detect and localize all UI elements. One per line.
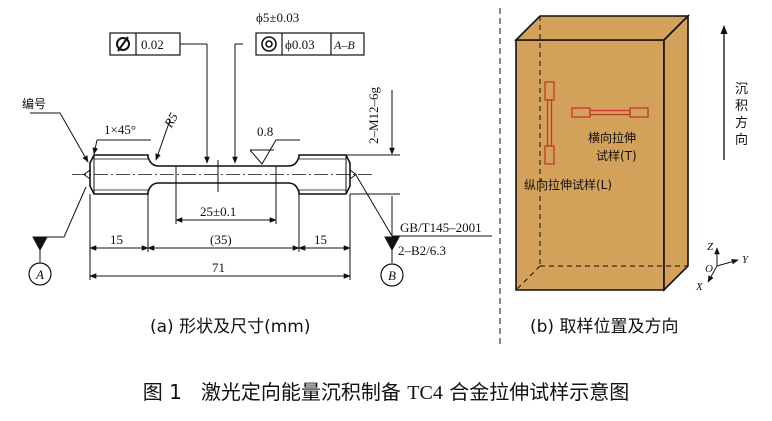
figure-caption-alloy: TC4 [407, 382, 443, 404]
roughness-value: 0.8 [257, 124, 273, 139]
thread-label: 2–M12–6g [366, 86, 381, 144]
right-grip-dim: 15 [314, 232, 327, 247]
part-a-labels: ϕ5±0.03 编号 1×45° R5 2–M12–6g 0.8 25±0.1 … [22, 10, 482, 275]
concentricity-icon [261, 36, 277, 52]
longitudinal-specimen [544, 81, 555, 165]
figure-caption: 图 1 激光定向能量沉积制备 TC4 合金拉伸试样示意图 [0, 376, 772, 405]
coordinate-axes [707, 247, 739, 283]
deposition-direction-label: 沉 积 方 向 [735, 82, 748, 148]
part-a-caption: (a) 形状及尺寸(mm) [150, 317, 310, 337]
total-length-dim: 71 [212, 260, 225, 275]
svg-text:积: 积 [735, 99, 748, 114]
gauge-length-dim: 25±0.1 [200, 204, 236, 219]
gdt-flatness-frame: 0.02 [109, 32, 181, 56]
axis-x-label: X [695, 281, 704, 293]
svg-text:沉: 沉 [735, 82, 748, 97]
center-hole-standard: GB/T145–2001 [400, 220, 482, 235]
figure-number: 图 1 [142, 380, 182, 404]
center-hole-spec: 2–B2/6.3 [398, 243, 446, 258]
number-label: 编号 [22, 96, 46, 111]
deposited-block [514, 14, 690, 292]
svg-text:A: A [35, 267, 44, 282]
axis-z-label: Z [707, 241, 714, 253]
left-grip-dim: 15 [110, 232, 123, 247]
cylindricity-icon [116, 36, 130, 52]
transverse-label-line1: 横向拉伸 [588, 130, 636, 145]
reduced-diameter-label: ϕ5±0.03 [256, 10, 299, 25]
svg-text:向: 向 [735, 132, 748, 148]
datum-b-marker: B [380, 263, 404, 287]
specimen-drawing [72, 154, 372, 195]
coaxiality-datum: A–B [333, 38, 355, 52]
coaxiality-value: ϕ0.03 [285, 37, 315, 52]
svg-text:方: 方 [735, 115, 748, 131]
chamfer-label: 1×45° [104, 122, 136, 137]
figure-caption-text-b: 合金拉伸试样示意图 [442, 380, 630, 404]
transverse-label-line2: 试样(T) [596, 148, 637, 163]
radius-label: R5 [160, 110, 181, 131]
transverse-specimen [571, 107, 649, 118]
gdt-coaxiality-frame: ϕ0.03 A–B [255, 32, 365, 56]
axis-o-label: O [705, 263, 713, 275]
parallel-length-dim: (35) [210, 232, 232, 247]
part-b-caption: (b) 取样位置及方向 [530, 317, 678, 337]
specimen-outline [89, 154, 351, 195]
dimension-lines [30, 43, 492, 280]
svg-text:B: B [388, 268, 396, 283]
datum-a-marker: A [28, 262, 52, 286]
axis-y-label: Y [742, 254, 750, 266]
flatness-value: 0.02 [141, 37, 164, 52]
longitudinal-label: 纵向拉伸试样(L) [524, 177, 612, 192]
figure-caption-text-a: 激光定向能量沉积制备 [200, 380, 408, 404]
